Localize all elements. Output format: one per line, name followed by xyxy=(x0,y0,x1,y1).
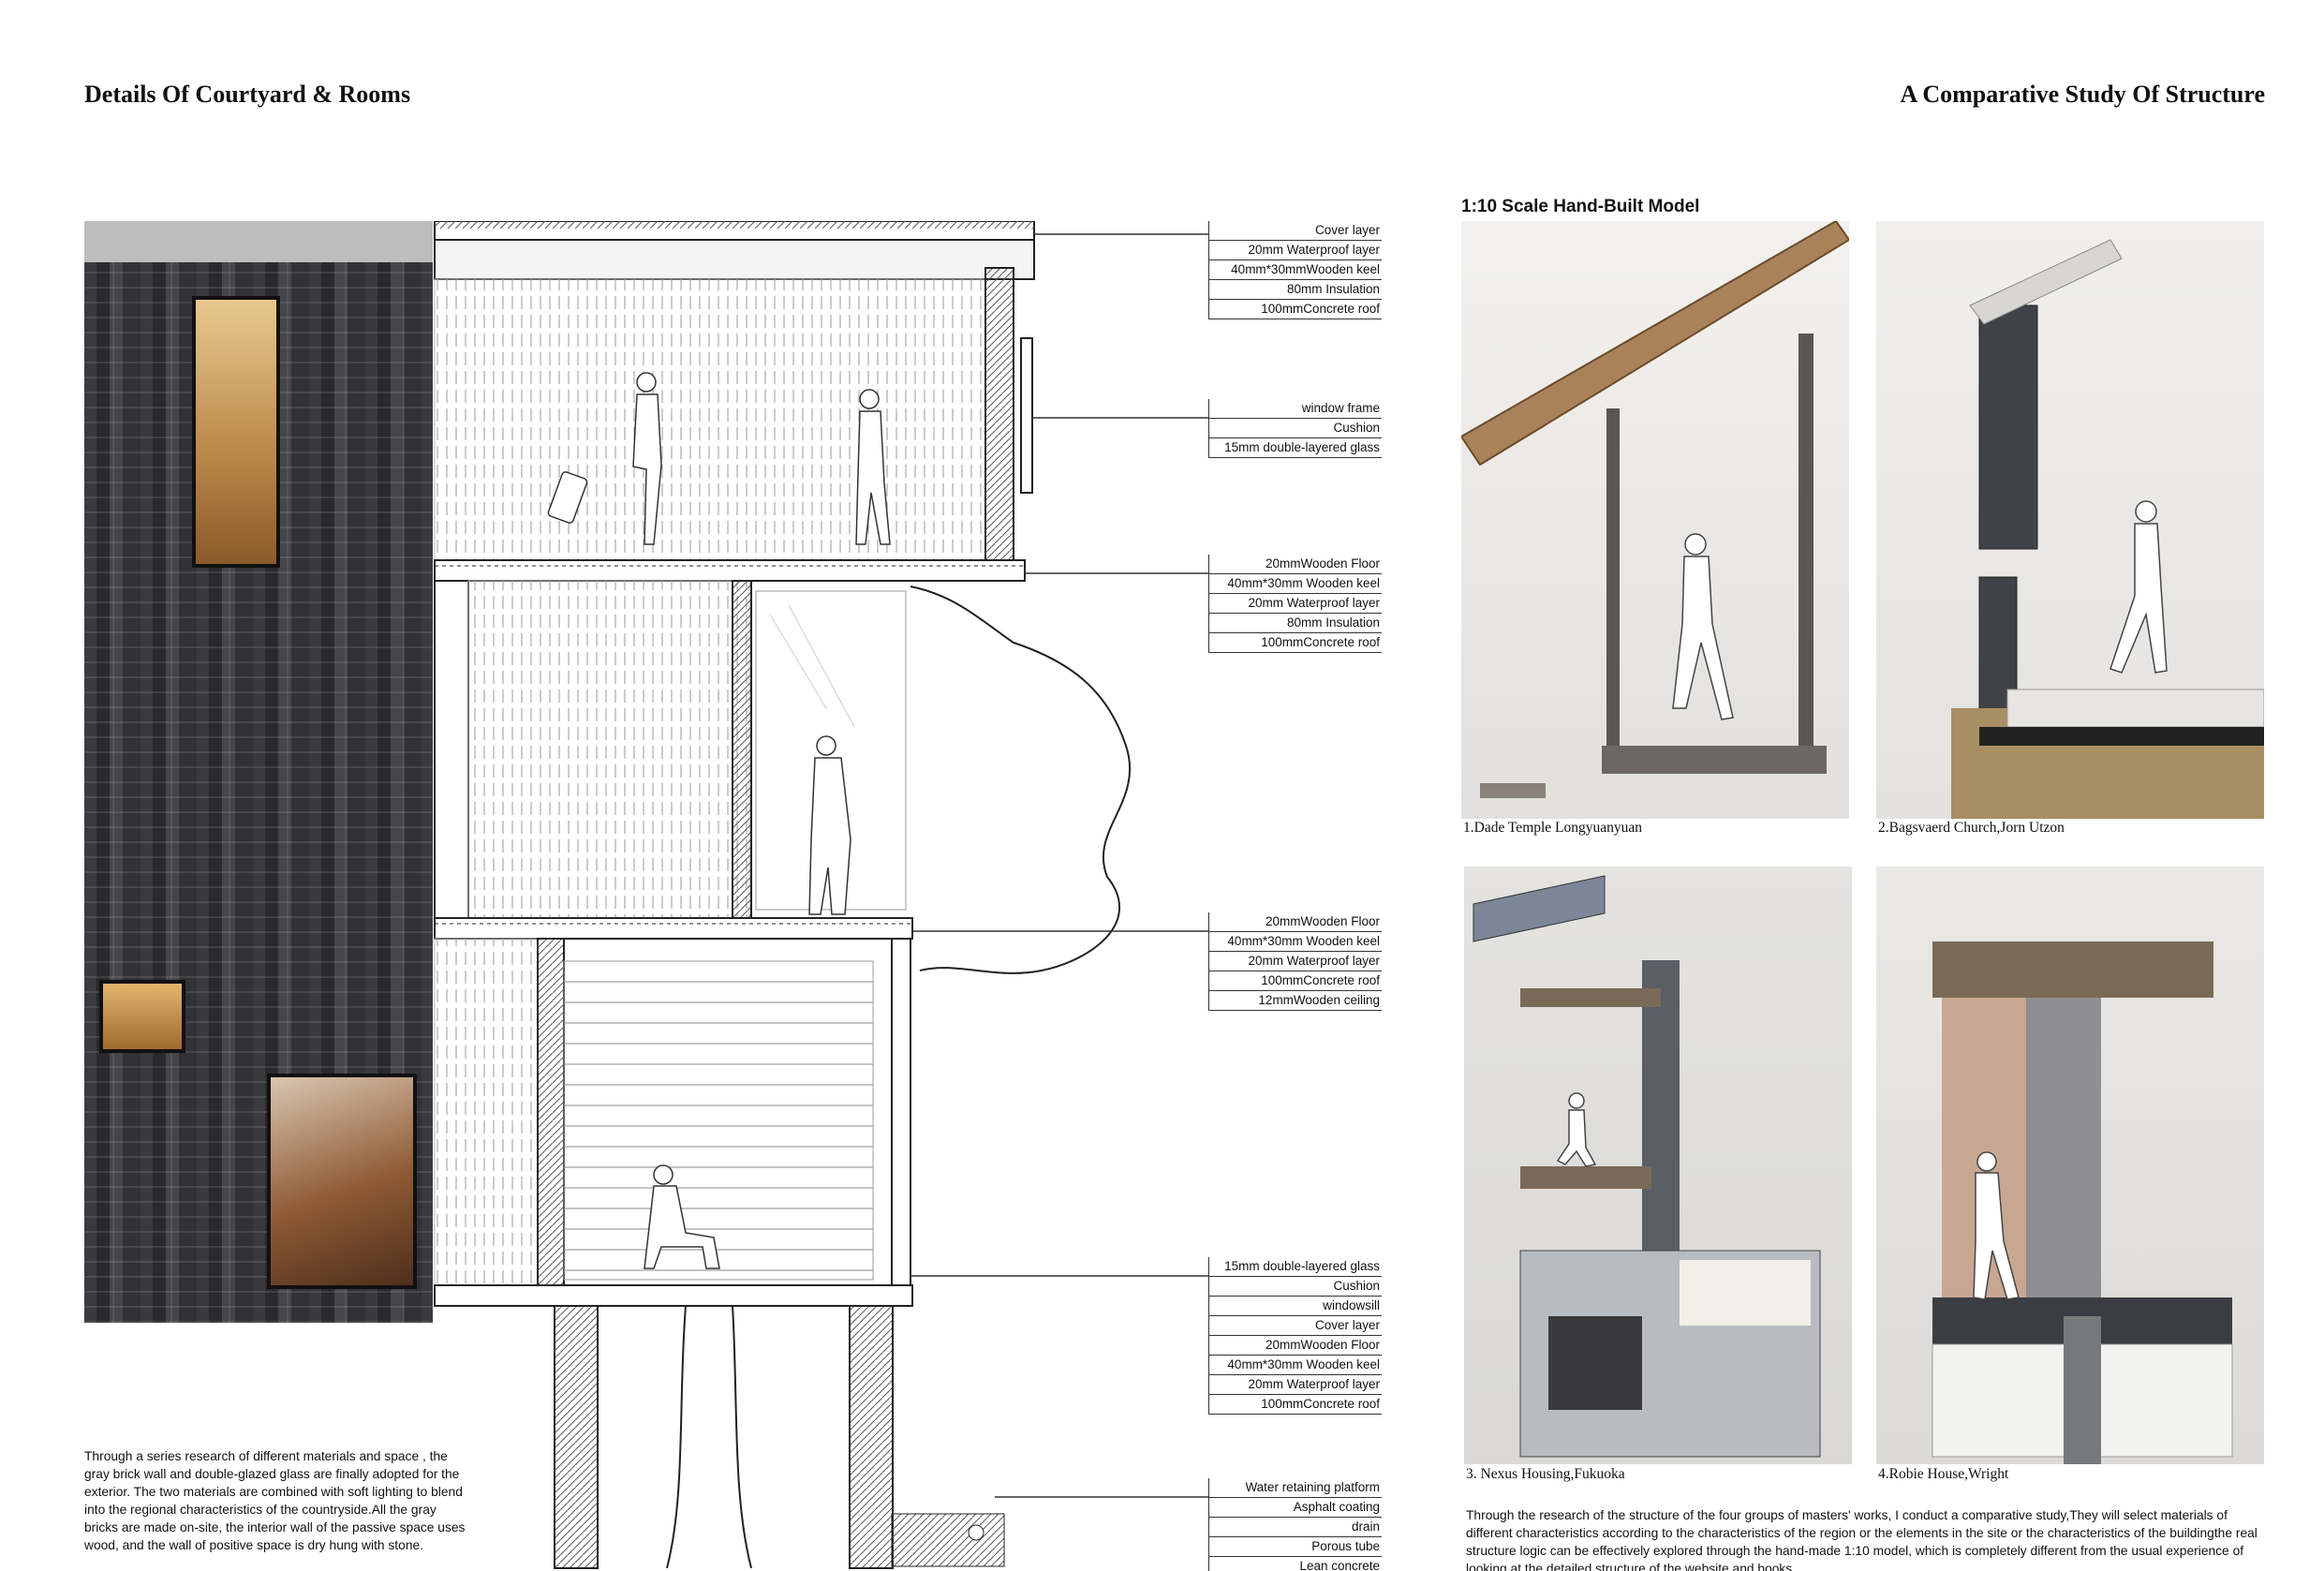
annotation-label: 40mm*30mm Wooden keel xyxy=(1208,932,1382,952)
annotation-label: 20mm Waterproof layer xyxy=(1208,1375,1382,1395)
annotation-label: 20mmWooden Floor xyxy=(1208,912,1382,932)
annotation-label: 100mmConcrete roof xyxy=(1208,1395,1382,1415)
model-caption-3: 3. Nexus Housing,Fukuoka xyxy=(1466,1466,1625,1482)
annotation-label: 20mm Waterproof layer xyxy=(1208,594,1382,614)
floor2-annotations: 20mmWooden Floor 40mm*30mm Wooden keel 2… xyxy=(1208,555,1382,653)
person-with-cloth-figure xyxy=(808,735,851,915)
annotation-label: windowsill xyxy=(1208,1297,1382,1316)
model-photo-bagsvaerd-church xyxy=(1876,221,2264,819)
annotation-label: window frame xyxy=(1208,399,1382,419)
materials-description: Through a series research of different m… xyxy=(84,1449,466,1552)
annotation-label: drain xyxy=(1208,1518,1382,1537)
annotation-label: 80mm Insulation xyxy=(1208,280,1382,300)
annotation-label: 100mmConcrete roof xyxy=(1208,300,1382,319)
annotation-label: 15mm double-layered glass xyxy=(1208,438,1382,458)
model-photo-robie-house xyxy=(1876,867,2264,1464)
annotation-label: 20mmWooden Floor xyxy=(1208,1336,1382,1356)
annotation-label: Cover layer xyxy=(1208,221,1382,241)
annotation-label: Asphalt coating xyxy=(1208,1498,1382,1518)
model-caption-1: 1.Dade Temple Longyuanyuan xyxy=(1463,820,1643,836)
model-section-title: 1:10 Scale Hand-Built Model xyxy=(1461,197,1700,216)
annotation-label: Cushion xyxy=(1208,1277,1382,1297)
structure-study-description: Through the research of the structure of… xyxy=(1466,1508,2257,1571)
annotation-label: Porous tube xyxy=(1208,1537,1382,1557)
model-caption-4: 4.Robie House,Wright xyxy=(1878,1466,2009,1482)
annotation-label: Cover layer xyxy=(1208,1316,1382,1336)
wall-section-drawing: Cover layer 20mm Waterproof layer 40mm*3… xyxy=(433,220,1382,1571)
standing-person-figure xyxy=(855,389,891,545)
annotation-label: 40mm*30mm Wooden keel xyxy=(1208,574,1382,594)
tree-canopy-outline xyxy=(910,585,1132,974)
annotation-label: 100mmConcrete roof xyxy=(1208,971,1382,991)
facade-roof-strip xyxy=(84,221,433,262)
annotation-label: Cushion xyxy=(1208,419,1382,438)
window-annotations: window frame Cushion 15mm double-layered… xyxy=(1208,399,1382,458)
facade-window-lower xyxy=(267,1074,417,1289)
tree-trunk-outline xyxy=(666,1305,752,1569)
right-page-title: A Comparative Study Of Structure xyxy=(1900,81,2265,108)
annotation-label: 40mm*30mm Wooden keel xyxy=(1208,1356,1382,1375)
annotation-label: Lean concrete xyxy=(1208,1557,1382,1571)
facade-window-upper xyxy=(192,296,280,568)
seated-person-figure xyxy=(644,1164,720,1269)
facade-window-small xyxy=(99,980,185,1053)
annotation-label: 15mm double-layered glass xyxy=(1208,1257,1382,1277)
floor1-annotations: 20mmWooden Floor 40mm*30mm Wooden keel 2… xyxy=(1208,912,1382,1011)
model-photo-nexus-housing xyxy=(1464,867,1852,1464)
annotation-label: 20mmWooden Floor xyxy=(1208,555,1382,574)
walking-person-figure xyxy=(547,372,662,545)
annotation-label: 12mmWooden ceiling xyxy=(1208,991,1382,1011)
model-caption-2: 2.Bagsvaerd Church,Jorn Utzon xyxy=(1878,820,2065,836)
annotation-label: 80mm Insulation xyxy=(1208,614,1382,633)
model-photo-dade-temple xyxy=(1461,221,1849,819)
annotation-label: 20mm Waterproof layer xyxy=(1208,952,1382,971)
annotation-label: 20mm Waterproof layer xyxy=(1208,241,1382,260)
section-linework xyxy=(434,220,1208,1569)
annotation-label: 100mmConcrete roof xyxy=(1208,633,1382,653)
left-page-title: Details Of Courtyard & Rooms xyxy=(84,81,411,108)
annotation-label: Water retaining platform xyxy=(1208,1478,1382,1498)
roof-annotations: Cover layer 20mm Waterproof layer 40mm*3… xyxy=(1208,221,1382,319)
annotation-label: 40mm*30mmWooden keel xyxy=(1208,260,1382,280)
ground-annotations: 15mm double-layered glass Cushion window… xyxy=(1208,1257,1382,1415)
brick-facade-image xyxy=(84,221,433,1323)
base-annotations: Water retaining platform Asphalt coating… xyxy=(1208,1478,1382,1571)
